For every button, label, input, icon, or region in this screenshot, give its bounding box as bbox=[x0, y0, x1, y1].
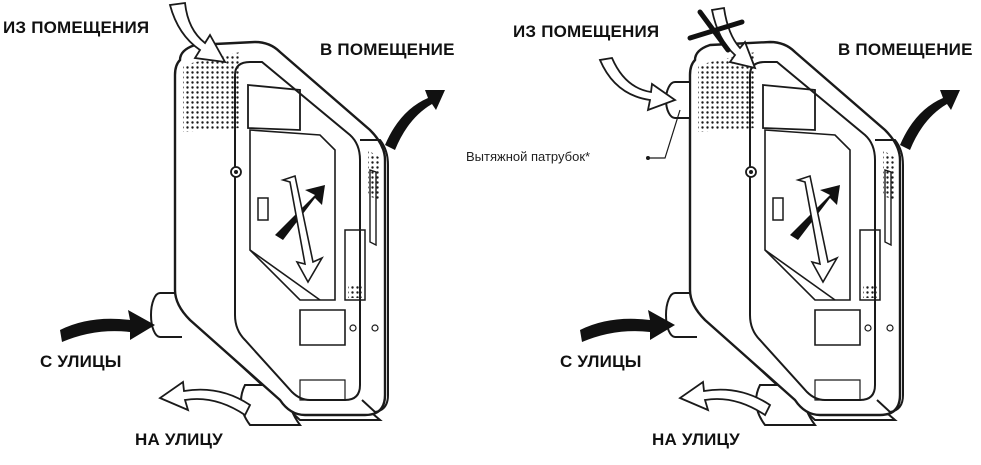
arrow-from-room-left bbox=[168, 1, 227, 64]
arrow-from-room-right bbox=[598, 56, 677, 112]
left-unit bbox=[149, 40, 390, 427]
arrow-to-street-left bbox=[158, 380, 252, 417]
arrow-to-room-left bbox=[385, 90, 445, 150]
arrow-to-street-right bbox=[678, 380, 772, 417]
label-from-street-right: С УЛИЦЫ bbox=[560, 352, 642, 371]
label-to-room-right: В ПОМЕЩЕНИЕ bbox=[838, 40, 973, 59]
arrow-from-street-right bbox=[580, 310, 675, 342]
label-from-room-right: ИЗ ПОМЕЩЕНИЯ bbox=[513, 22, 660, 41]
label-from-street-left: С УЛИЦЫ bbox=[40, 352, 122, 371]
label-to-street-left: НА УЛИЦУ bbox=[135, 430, 223, 449]
right-unit bbox=[664, 40, 905, 427]
blocked-airflow-icon bbox=[687, 6, 757, 70]
label-exhaust-pipe: Вытяжной патрубок* bbox=[466, 149, 591, 164]
label-from-room-left: ИЗ ПОМЕЩЕНИЯ bbox=[3, 18, 150, 37]
arrow-to-room-right bbox=[900, 90, 960, 150]
arrow-from-street-left bbox=[60, 310, 155, 342]
label-to-room-left: В ПОМЕЩЕНИЕ bbox=[320, 40, 455, 59]
exhaust-pipe-leader bbox=[648, 109, 681, 159]
label-to-street-right: НА УЛИЦУ bbox=[652, 430, 740, 449]
